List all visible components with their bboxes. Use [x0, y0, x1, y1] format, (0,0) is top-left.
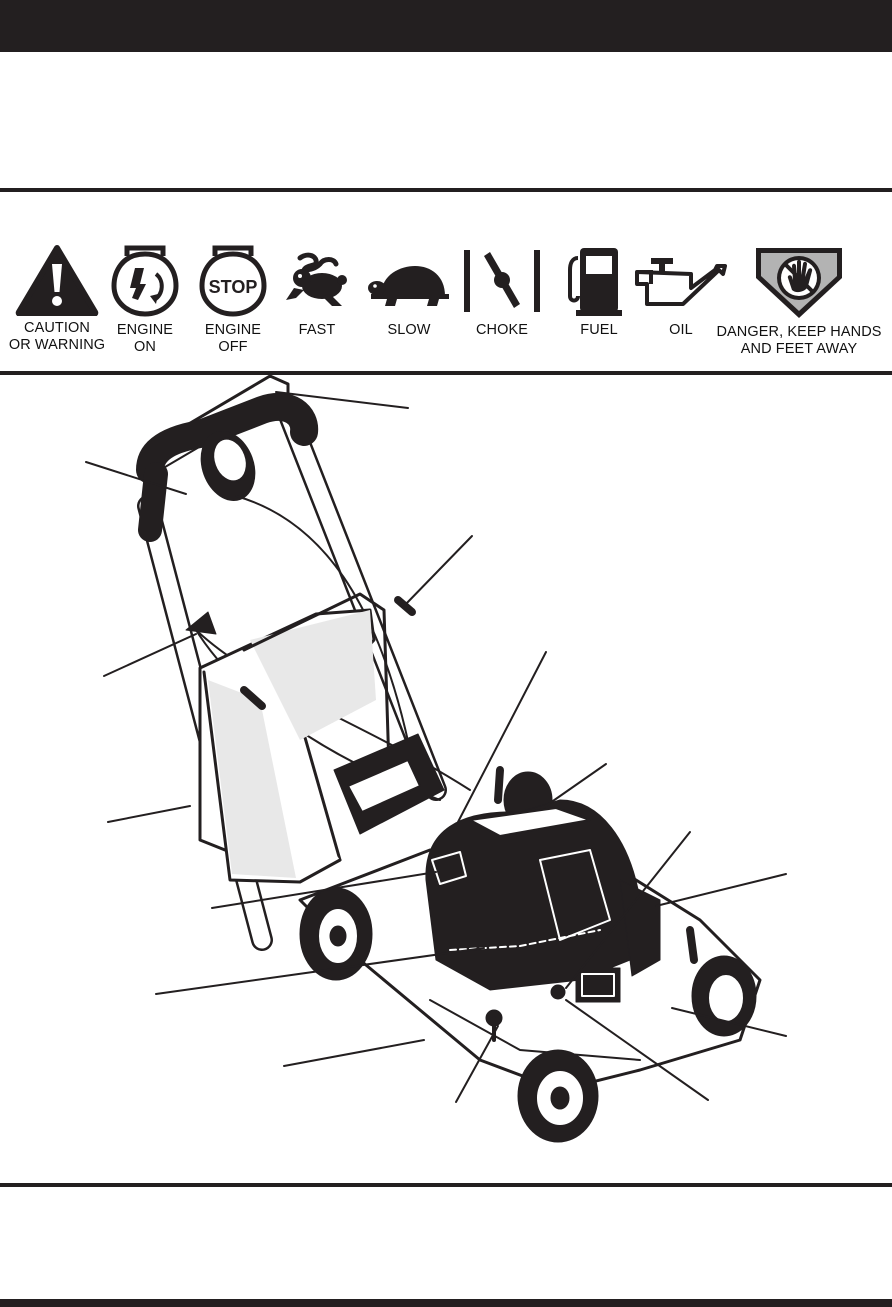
symbol-fuel: FUEL [539, 244, 659, 339]
symbol-caption: ENGINE OFF [204, 322, 262, 355]
engine-off-icon: STOP [199, 245, 267, 317]
symbol-caption: CAUTION OR WARNING [8, 320, 106, 353]
fuel-cap [431, 851, 467, 885]
symbol-engine-on: ENGINE ON [85, 244, 205, 356]
lawn-mower-illustration [85, 375, 787, 1143]
symbol-caution: CAUTION OR WARNING [0, 244, 117, 354]
symbol-caption: CHOKE [475, 322, 529, 338]
footer-bar [0, 1299, 892, 1307]
section-rule [0, 1183, 892, 1187]
caution-warning-icon [15, 245, 99, 316]
symbol-danger-hands-feet: DANGER, KEEP HANDS AND FEET AWAY [716, 244, 881, 358]
symbol-caption: OIL [669, 322, 693, 338]
section-rule [0, 188, 892, 192]
header-bar [0, 0, 892, 52]
engine-on-icon [111, 245, 179, 317]
stop-label: STOP [209, 277, 258, 297]
keep-hands-away-icon [756, 248, 842, 318]
section-rule [0, 371, 892, 375]
choke-icon [464, 250, 540, 312]
fuel-pump-icon [568, 248, 622, 316]
symbol-choke: CHOKE [442, 244, 562, 339]
symbol-caption: DANGER, KEEP HANDS AND FEET AWAY [716, 324, 882, 357]
symbol-caption: FAST [298, 322, 336, 338]
rabbit-icon [286, 252, 347, 306]
symbol-engine-off: STOP ENGINE OFF [173, 244, 293, 356]
callout-leader-lines [85, 391, 787, 1103]
symbol-caption: SLOW [387, 322, 431, 338]
turtle-icon [368, 266, 449, 306]
symbol-fast: FAST [257, 244, 377, 339]
symbol-slow: SLOW [349, 244, 469, 339]
symbol-caption: FUEL [580, 322, 618, 338]
oil-can-icon [635, 258, 727, 306]
symbol-caption: ENGINE ON [116, 322, 174, 355]
symbol-oil: OIL [621, 244, 741, 339]
